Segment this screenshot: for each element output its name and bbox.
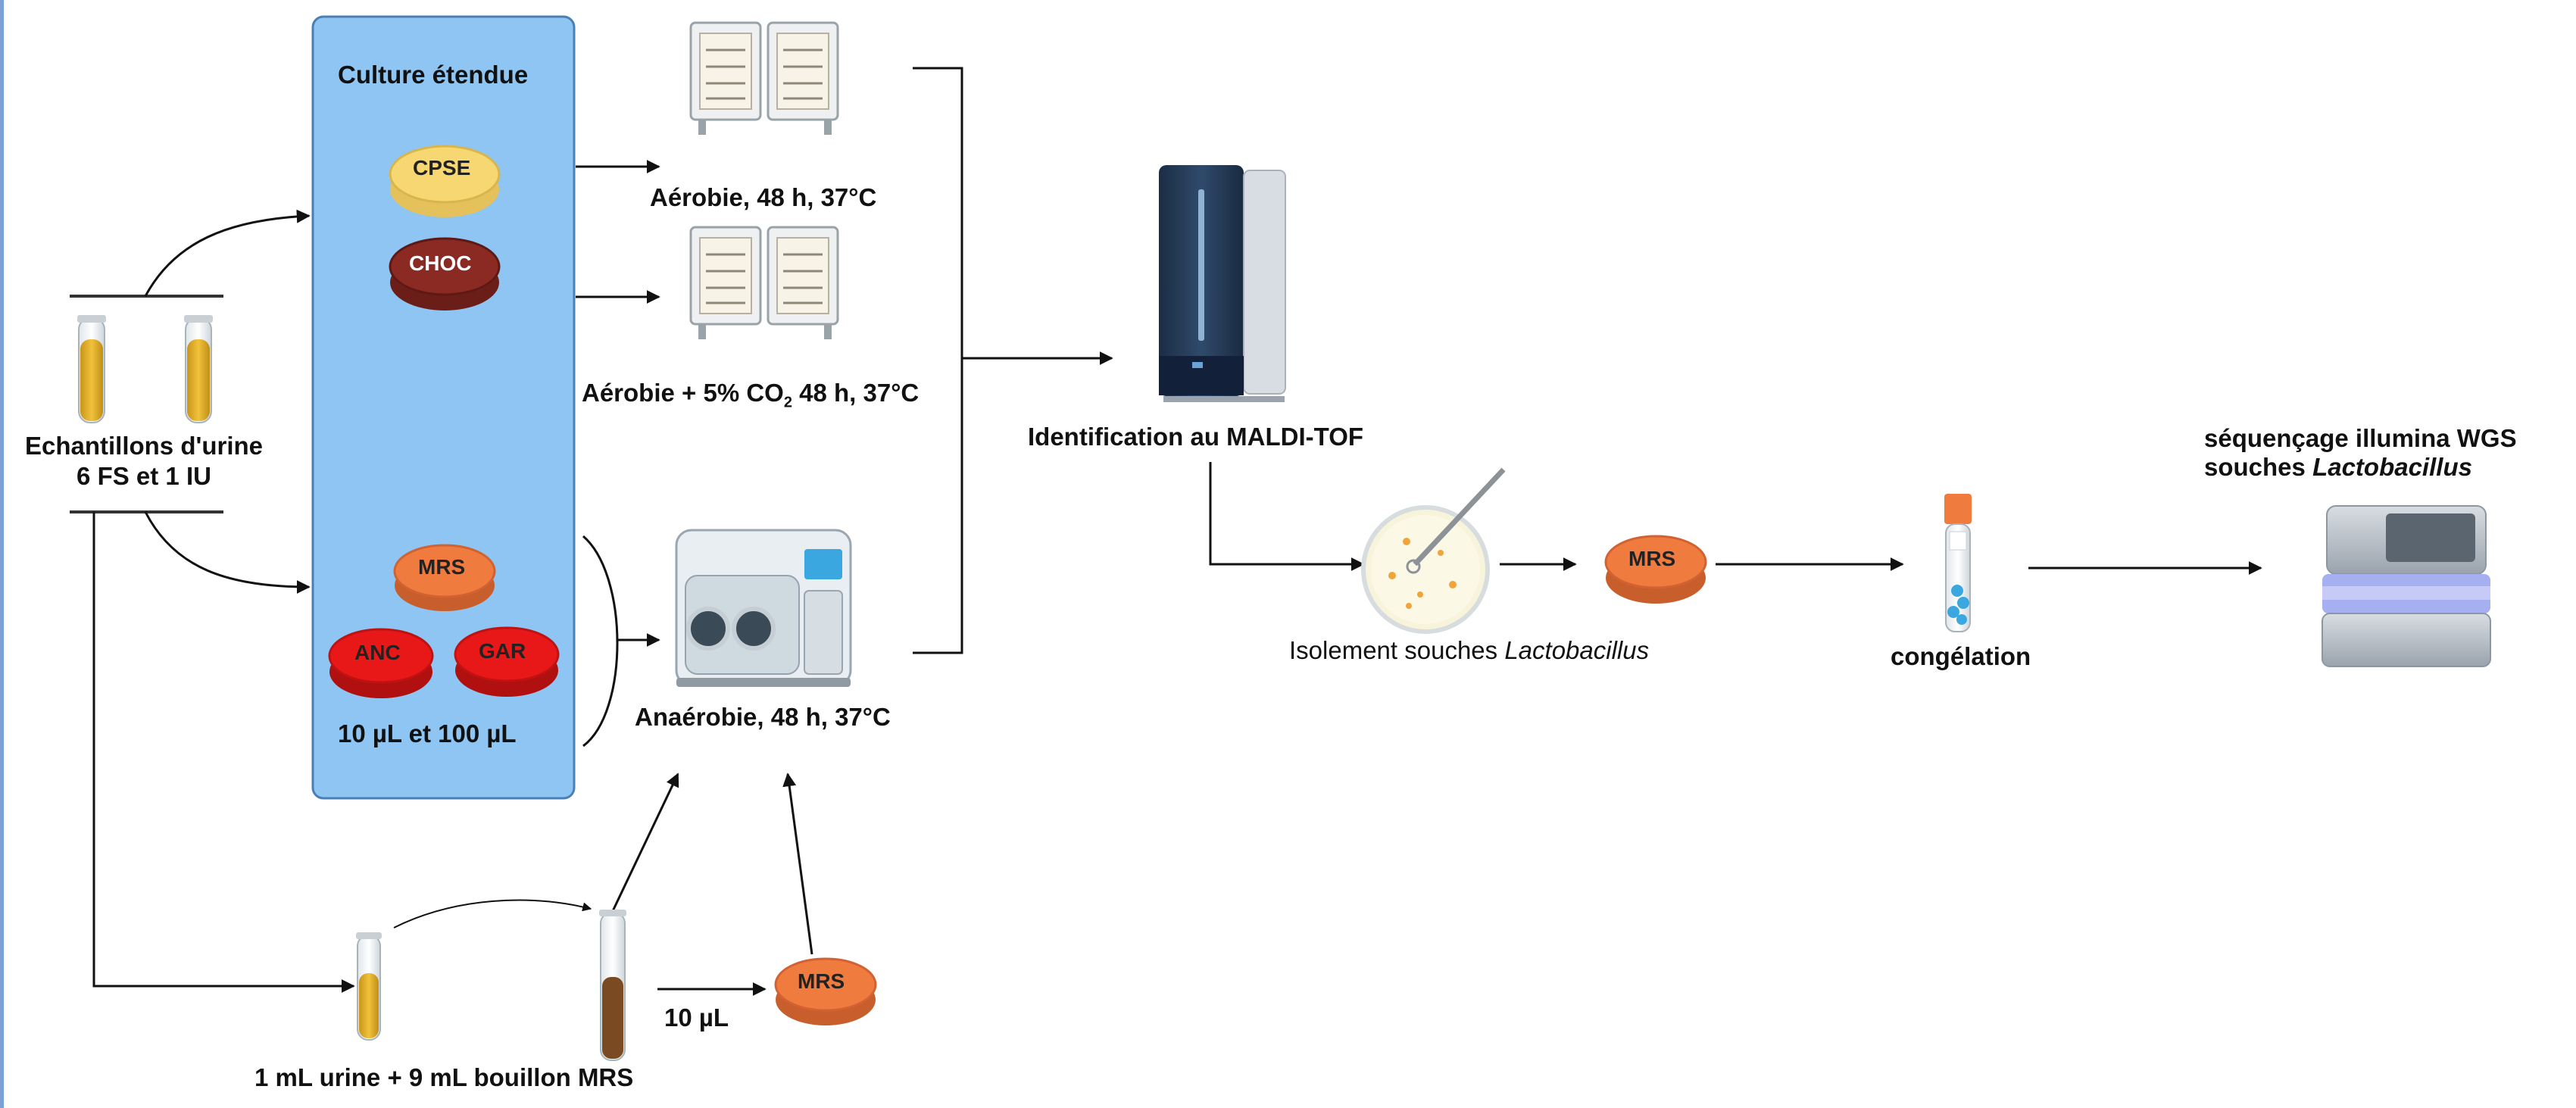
sequencer-icon (2322, 505, 2491, 667)
co2-condition-prefix: Aérobie + 5% CO (582, 379, 784, 407)
broth-tube-icon (599, 910, 626, 1061)
isolation-mrs-plate (1604, 535, 1707, 604)
broth-plate-label: MRS (798, 969, 845, 993)
co2-condition-suffix: 48 h, 37°C (792, 379, 920, 407)
sequencing-prefix: souches (2204, 453, 2313, 481)
sequencing-line1: séquençage illumina WGS (2204, 424, 2517, 452)
arrow-plate-to-anaerobic (782, 772, 813, 955)
culture-panel (311, 15, 576, 800)
anc-plate-label: ANC (354, 641, 401, 664)
left-edge-bar (0, 0, 4, 1108)
co2-condition: Aérobie + 5% CO2 48 h, 37°C (582, 379, 919, 412)
maldi-label: Identification au MALDI-TOF (1028, 423, 1364, 451)
choc-plate (389, 237, 501, 311)
incubator-icon (689, 226, 839, 339)
arrow-to-anaerobic-plates (144, 511, 311, 594)
gar-plate (454, 626, 560, 697)
incubator-icon (689, 21, 839, 135)
broth-mrs-plate (774, 957, 877, 1025)
broth-volume: 10 µL (664, 1003, 729, 1032)
broth-label: 1 mL urine + 9 mL bouillon MRS (254, 1063, 634, 1091)
mrs-plate-label: MRS (418, 555, 466, 579)
anc-plate (328, 628, 434, 698)
isolation-plate-label: MRS (1628, 547, 1676, 570)
isolation-label: Isolement souches Lactobacillus (1289, 636, 1649, 665)
co2-subscript: 2 (783, 394, 792, 411)
arrow-to-aerobic-plates (144, 209, 311, 297)
anaerobic-chamber-icon (675, 529, 852, 687)
maldi-tof-icon (1159, 165, 1286, 402)
gar-plate-label: GAR (479, 639, 526, 663)
anaerobic-brace (582, 535, 619, 748)
choc-plate-label: CHOC (409, 251, 472, 275)
culture-volumes: 10 µL et 100 µL (338, 719, 517, 748)
urine-tube-icon (77, 315, 106, 423)
cryotube-icon (1944, 494, 1972, 632)
petri-dish-streak-icon (1361, 467, 1506, 634)
urine-tube-icon (356, 932, 382, 1041)
culture-panel-title: Culture étendue (338, 61, 529, 89)
sample-subtitle: 6 FS et 1 IU (76, 462, 211, 490)
arrow-to-broth-tube (92, 512, 355, 993)
sequencing-line2: souches Lactobacillus (2204, 453, 2472, 482)
cpse-plate-label: CPSE (413, 156, 471, 179)
arrow-broth-to-anaerobic (610, 772, 679, 913)
arrow-urine-to-broth (393, 899, 592, 929)
freezing-label: congélation (1891, 642, 2031, 670)
isolation-prefix: Isolement souches (1289, 636, 1505, 664)
urine-tube-icon (184, 315, 213, 423)
anaerobic-condition: Anaérobie, 48 h, 37°C (635, 703, 891, 731)
mrs-plate (393, 544, 496, 611)
results-bracket (913, 67, 963, 654)
arrow-maldi-to-isolation (1209, 462, 1365, 571)
sequencing-genus: Lactobacillus (2312, 453, 2472, 481)
sample-title: Echantillons d'urine (24, 432, 264, 460)
aerobic-condition: Aérobie, 48 h, 37°C (650, 183, 877, 211)
cpse-plate (389, 145, 501, 217)
isolation-genus: Lactobacillus (1504, 636, 1650, 664)
